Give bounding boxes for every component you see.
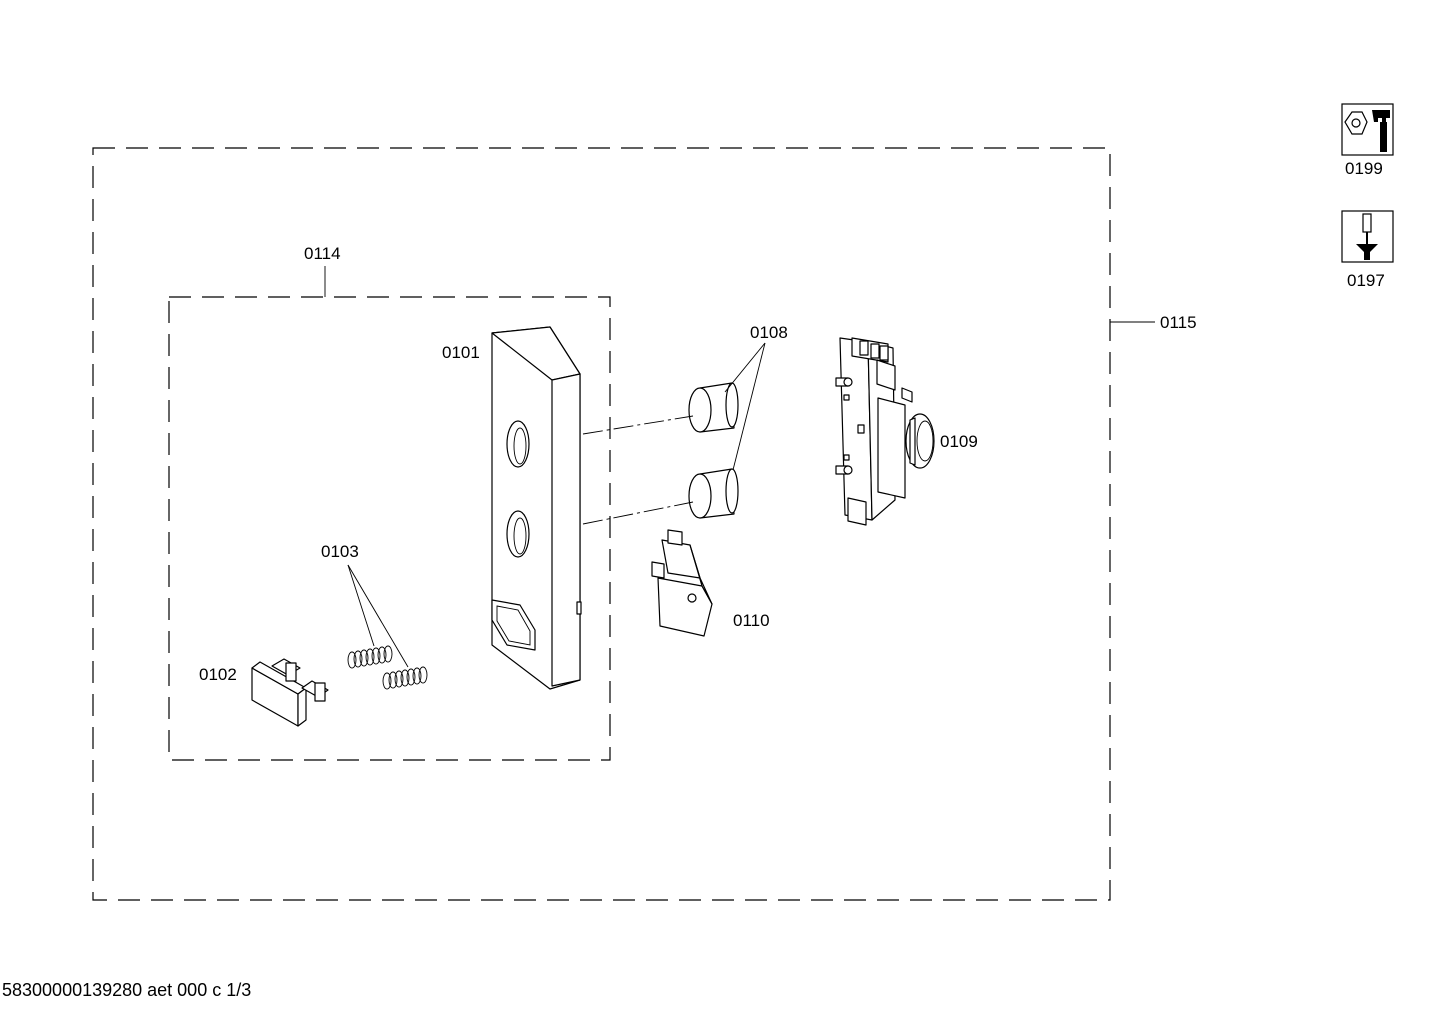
spring-leader-2 [347,564,409,668]
spring-upper-part [347,645,393,669]
label-0109: 0109 [940,432,978,451]
outer-assembly-boundary [92,147,1111,901]
timer-part [835,337,935,526]
spring-lower-part [382,666,428,690]
label-0108: 0108 [750,323,788,342]
button-part [251,658,329,727]
screwdriver-screw-icon [1341,210,1394,263]
knob-leader-2 [732,342,766,471]
wrench-nut-icon [1341,103,1394,156]
document-code: 58300000139280 aet 000 c 1/3 [2,980,252,1000]
front-panel-part [491,326,582,690]
switch-part [651,529,713,637]
label-0199: 0199 [1345,159,1383,178]
knob-upper-part [688,382,739,433]
knob-lower-axis [582,501,694,525]
label-0197: 0197 [1347,271,1385,290]
label-0103: 0103 [321,542,359,561]
label-0101: 0101 [442,343,480,362]
label-0115: 0115 [1160,313,1197,332]
knob-leader-1 [724,342,766,393]
label-0102: 0102 [199,665,237,684]
spring-leader-1 [347,564,375,647]
label-0110: 0110 [733,611,770,630]
knob-upper-axis [582,415,694,435]
inner-assembly-boundary [168,296,611,761]
knob-lower-part [688,468,739,519]
label-0114: 0114 [304,244,341,263]
